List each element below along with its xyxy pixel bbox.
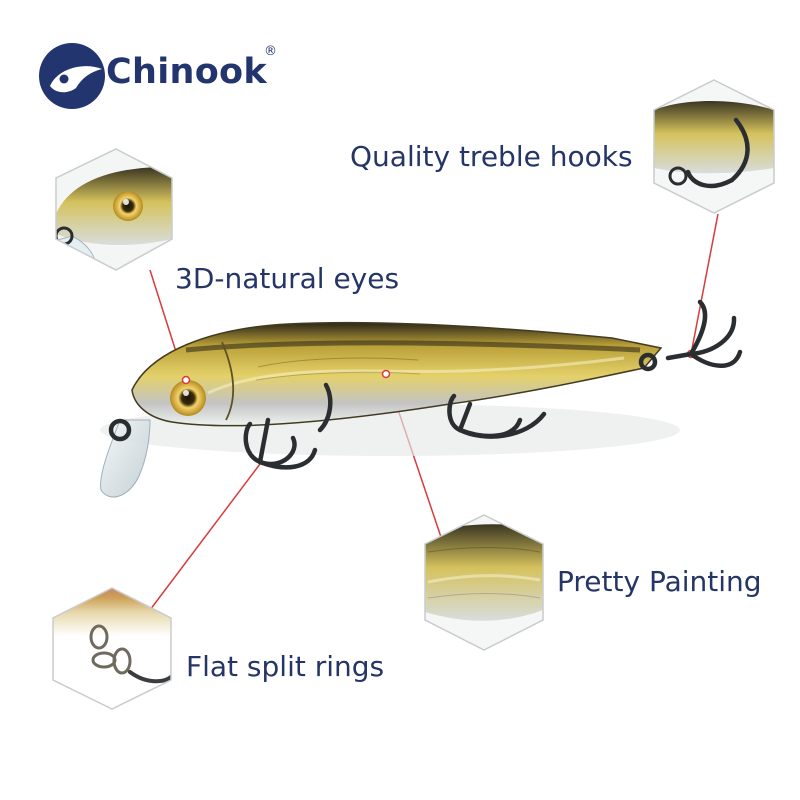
brand-header: Chinook ® [40, 40, 290, 120]
callout-3d-natural-eyes: 3D-natural eyes [175, 262, 400, 295]
fishing-lure [100, 321, 696, 498]
treble-hooks [108, 299, 743, 470]
hexagon-inset-rings [52, 587, 172, 710]
brand-name: Chinook [106, 52, 267, 92]
callout-flat-split-rings: Flat split rings [186, 650, 385, 683]
callout-quality-treble-hooks: Quality treble hooks [350, 140, 633, 173]
chinook-logo [39, 43, 105, 109]
callout-pretty-painting: Pretty Painting [557, 565, 762, 598]
hexagon-inset-hooks [653, 79, 775, 214]
hexagon-inset-eyes [55, 148, 173, 271]
hexagon-inset-painting [424, 514, 544, 651]
registered-mark: ® [264, 44, 277, 59]
